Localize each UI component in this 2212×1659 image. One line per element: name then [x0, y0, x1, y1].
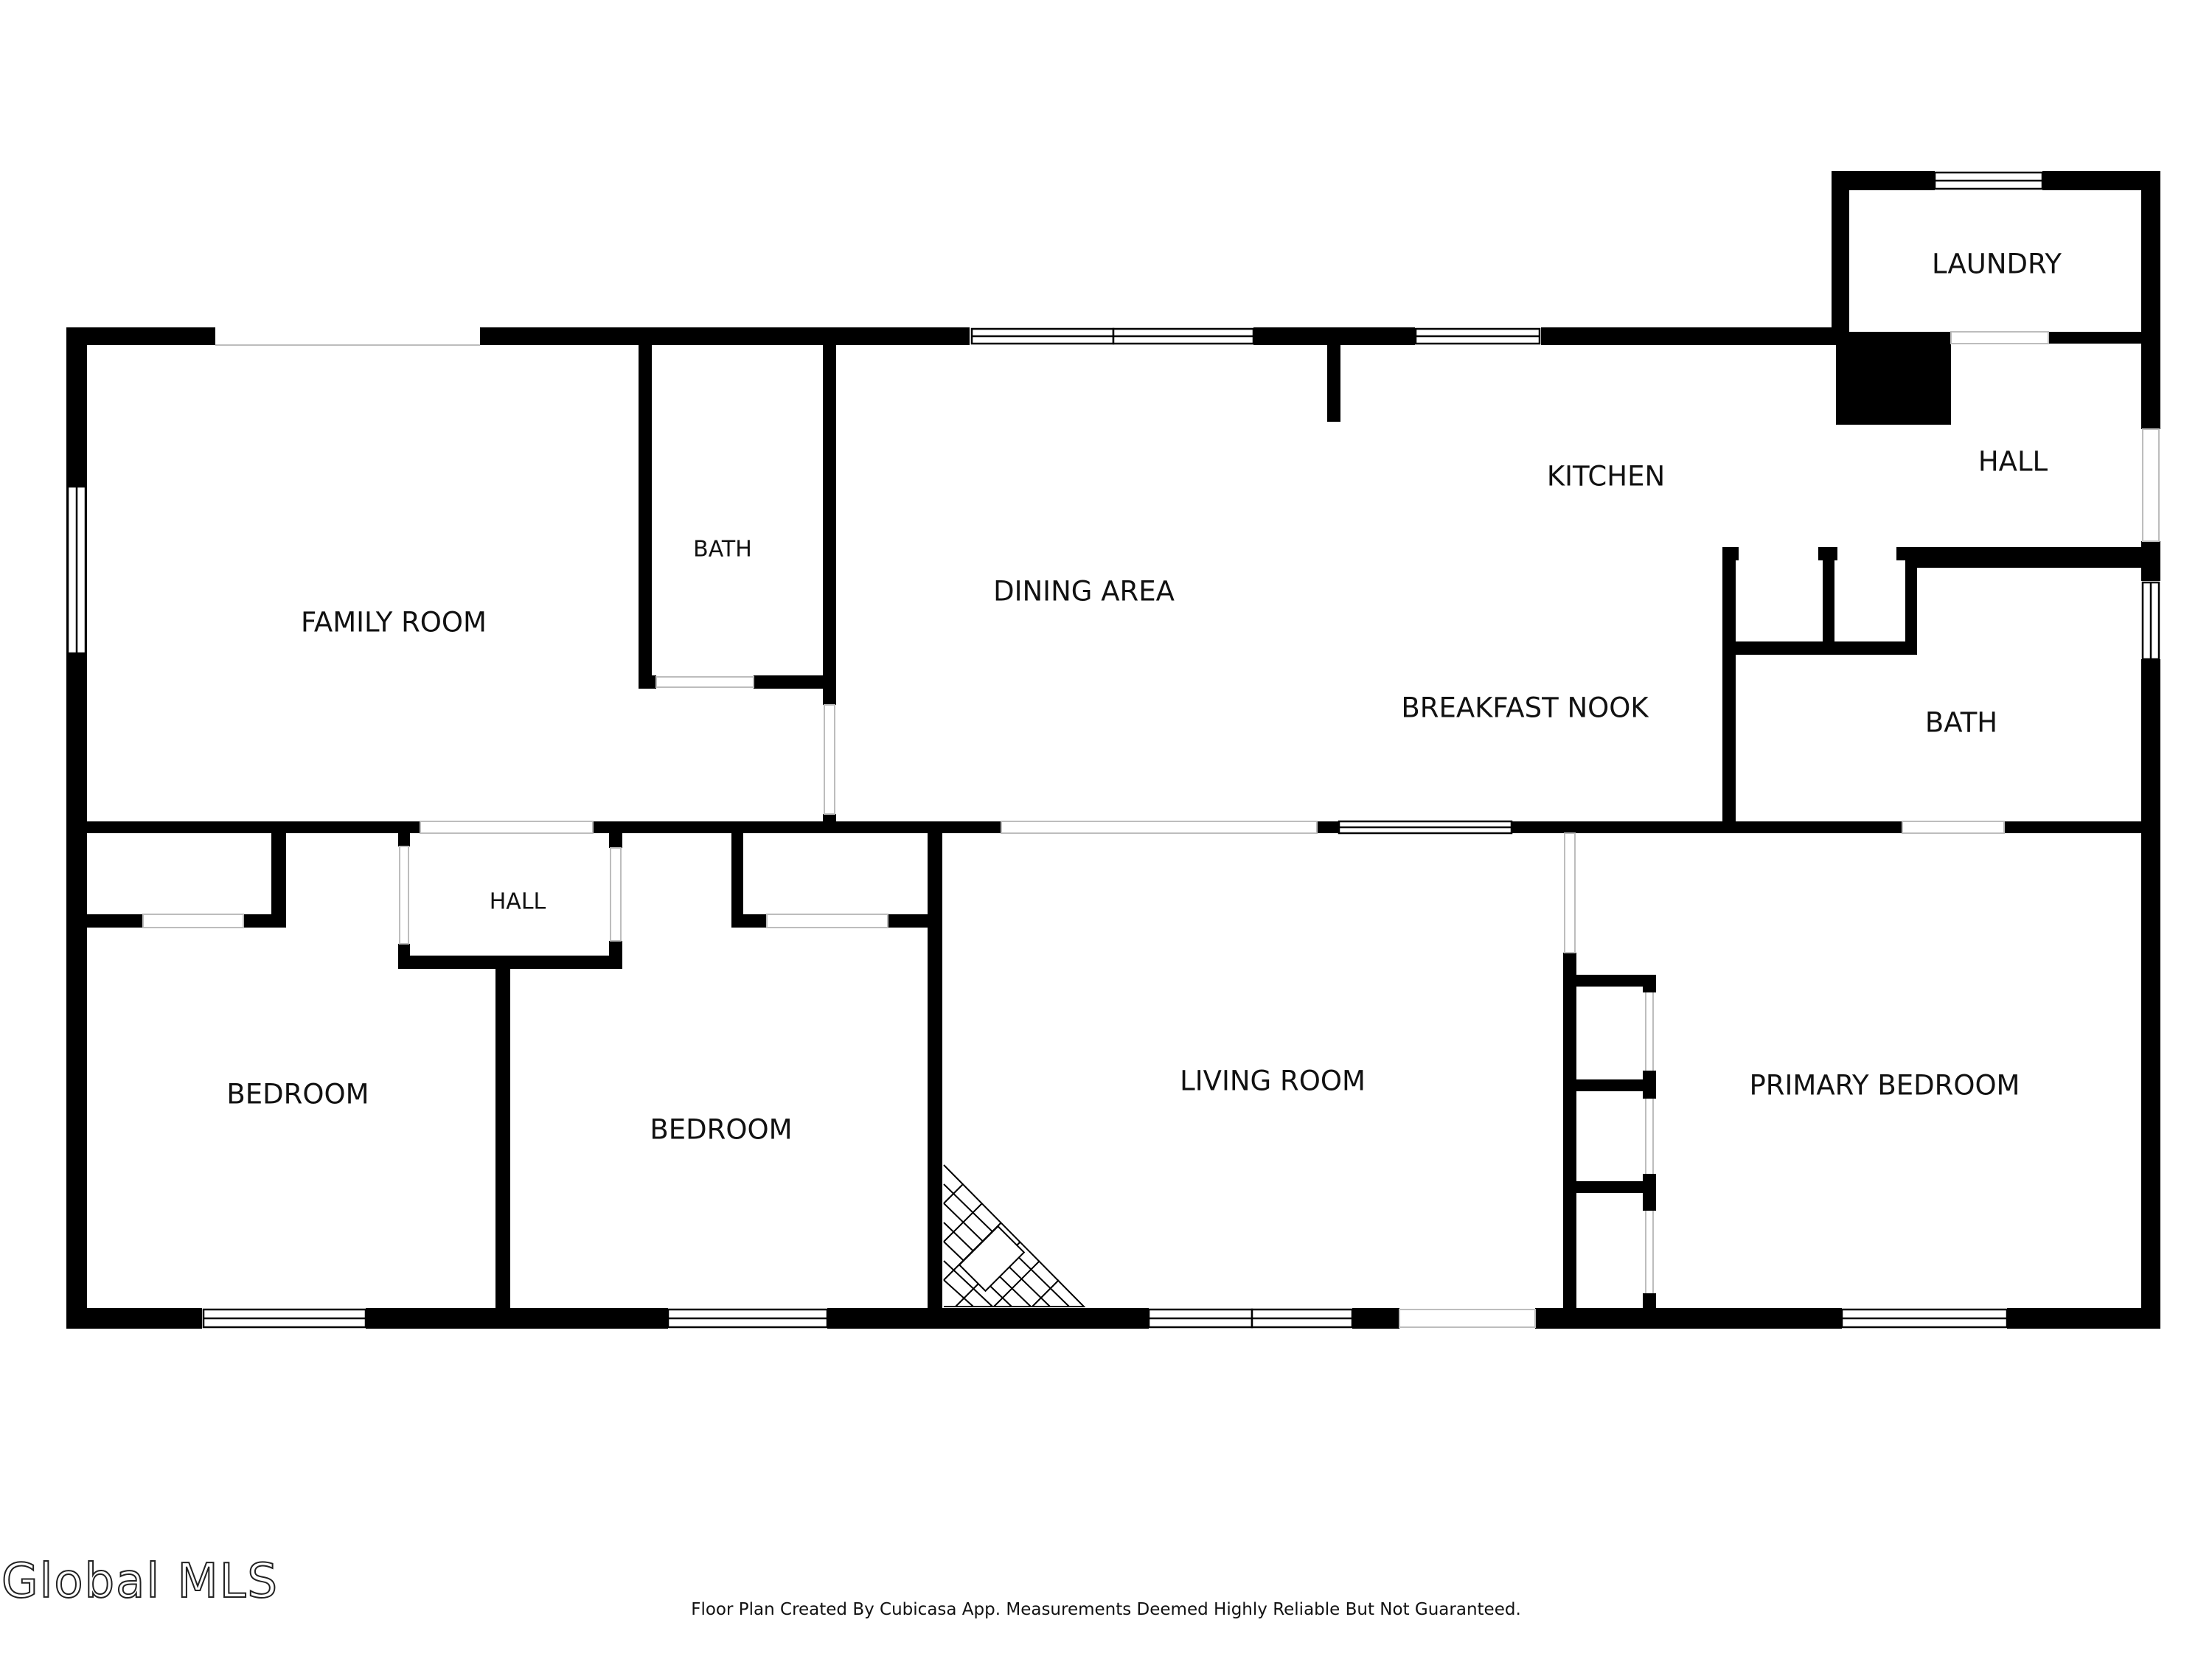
door-opening: [1950, 331, 2049, 344]
stairs-hatch: [943, 1164, 1086, 1307]
closet-shelf: [1563, 1079, 1656, 1091]
footer-disclaimer: Floor Plan Created By Cubicasa App. Meas…: [691, 1600, 1521, 1619]
outer-wall-top: [1541, 327, 1843, 345]
outer-wall-bottom: [366, 1308, 668, 1329]
door-opening: [1399, 1309, 1536, 1328]
bedroom-middle-label: BEDROOM: [650, 1114, 792, 1146]
closet-wall: [243, 914, 285, 928]
door-opening: [2142, 428, 2160, 542]
hall-wall: [609, 941, 622, 969]
door-opening: [655, 676, 754, 688]
closet-shelf: [1563, 1181, 1656, 1193]
bath-wall-right: [823, 339, 836, 705]
kitchen-stub-wall: [1327, 339, 1340, 422]
bedroom-divider: [495, 963, 510, 1315]
outer-wall-bottom: [2007, 1308, 2160, 1329]
door-opening: [1902, 821, 2005, 834]
bath-right-label: BATH: [1925, 707, 1997, 739]
laundry-wall-bottom: [2048, 332, 2152, 344]
interior-wall-h: [2004, 821, 2159, 833]
closet-wall: [1722, 547, 1739, 560]
living-room-label: LIVING ROOM: [1180, 1065, 1366, 1097]
outer-wall-bottom: [1535, 1308, 1842, 1329]
closet-post: [1643, 1071, 1656, 1099]
door-opening: [399, 846, 409, 945]
door-opening: [824, 704, 835, 815]
outer-wall-bottom: [1352, 1308, 1399, 1329]
laundry-label: LAUNDRY: [1932, 248, 2062, 280]
hall-wall: [609, 832, 622, 848]
hall-right-label: HALL: [1978, 446, 2048, 478]
bath-upper-label: BATH: [693, 537, 752, 563]
closet-wall: [1905, 556, 2156, 568]
closet-wall: [1823, 547, 1834, 650]
closet-shelf: [1563, 975, 1656, 987]
laundry-wall-top: [1832, 171, 1935, 190]
closet-wall: [1722, 641, 1916, 655]
windows: [66, 171, 2160, 1329]
hall-wall: [398, 956, 622, 969]
primary-bedroom-label: PRIMARY BEDROOM: [1749, 1070, 2020, 1102]
door-opening: [142, 914, 244, 928]
closet-wall: [731, 914, 767, 928]
laundry-wall-left: [1832, 171, 1849, 339]
interior-wall-h: [1317, 821, 1339, 833]
outer-wall-top: [480, 327, 970, 345]
closet-wall: [1905, 547, 1917, 655]
bath-wall-left: [639, 339, 652, 687]
outer-wall-top: [66, 327, 215, 345]
hall-small-label: HALL: [490, 889, 546, 915]
door-opening: [610, 847, 622, 942]
dining-area-label: DINING AREA: [993, 576, 1175, 608]
closet-post: [1643, 1174, 1656, 1211]
chimney-block: [1836, 335, 1951, 425]
room-labels: FAMILY ROOM BATH DINING AREA KITCHEN LAU…: [226, 248, 2062, 1146]
door-opening: [420, 821, 594, 834]
hearth: [958, 1225, 1026, 1293]
door-opening: [1564, 832, 1576, 953]
closet-wall: [81, 914, 143, 928]
bath-wall-bottom: [754, 675, 836, 689]
closet-wall: [271, 832, 286, 928]
living-wall-left: [928, 832, 942, 1318]
interior-wall-h: [66, 821, 420, 833]
laundry-wall-right: [2141, 171, 2160, 429]
interior-wall-h: [1512, 821, 1902, 833]
door-opening: [766, 914, 888, 928]
outer-wall-right: [2141, 659, 2160, 1329]
closet-wall: [731, 832, 743, 928]
bath-wall-bottom: [639, 675, 656, 689]
closet-post: [1643, 975, 1656, 992]
interior-wall-h: [593, 821, 1001, 833]
closet-wall: [888, 914, 936, 928]
breakfast-nook-label: BREAKFAST NOOK: [1401, 692, 1649, 724]
primary-wall-left: [1563, 953, 1576, 1324]
door-opening: [1001, 821, 1318, 834]
bath-wall-left: [1722, 547, 1736, 824]
laundry-wall-top: [2042, 171, 2160, 190]
family-room-label: FAMILY ROOM: [301, 607, 487, 639]
outer-wall-bottom: [827, 1308, 1149, 1329]
hall-wall: [398, 832, 410, 846]
kitchen-label: KITCHEN: [1547, 461, 1665, 493]
watermark-logo: Global MLS: [1, 1554, 279, 1610]
bedroom-left-label: BEDROOM: [226, 1079, 369, 1110]
walls: [66, 171, 2160, 1329]
outer-wall-bottom: [66, 1308, 202, 1329]
openings: [142, 331, 2160, 1328]
